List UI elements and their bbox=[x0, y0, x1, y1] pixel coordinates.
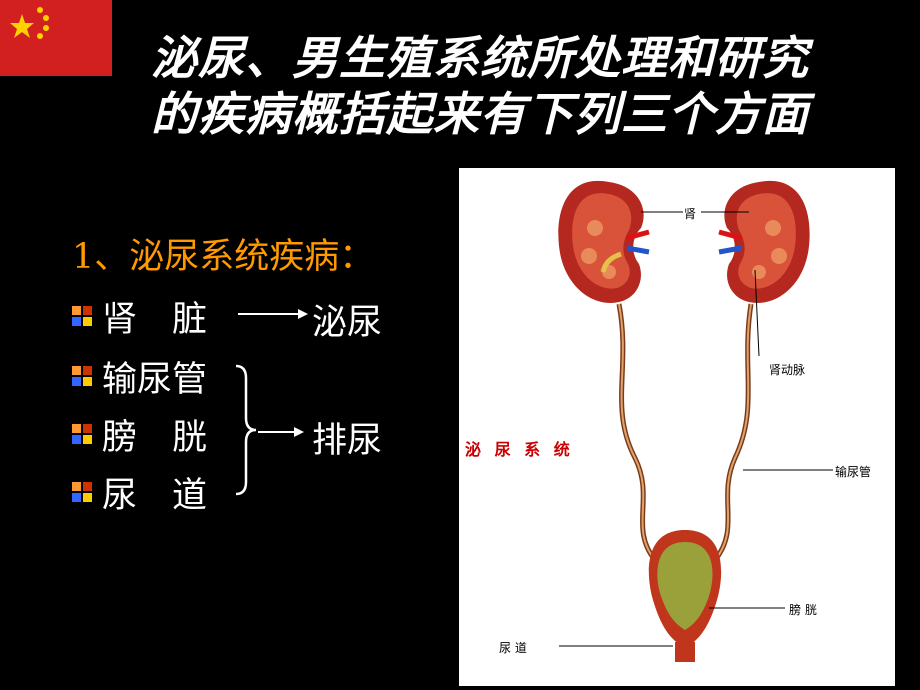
list-item-bladder: 膀 胱 bbox=[70, 412, 207, 458]
slide-title-line-1: 泌尿、男生殖系统所处理和研究 bbox=[151, 31, 809, 85]
list-item-label: 肾 脏 bbox=[102, 299, 208, 340]
arrow-target-urination: 排尿 bbox=[312, 421, 383, 461]
slide-title: 泌尿、男生殖系统所处理和研究 的疾病概括起来有下列三个方面 bbox=[80, 30, 880, 142]
arrow-icon bbox=[238, 309, 308, 319]
list-item-ureter: 输尿管 bbox=[70, 354, 207, 400]
label-kidney: 肾 bbox=[684, 207, 697, 221]
label-renal-artery: 肾动脉 bbox=[769, 363, 806, 377]
list-item-label: 尿 道 bbox=[102, 475, 208, 516]
arrow-target-urination-formation: 泌尿 bbox=[312, 303, 383, 343]
slide-title-line-2: 的疾病概括起来有下列三个方面 bbox=[151, 87, 809, 141]
list-item-label: 输尿管 bbox=[102, 359, 208, 400]
china-flag-image bbox=[0, 0, 112, 76]
bullet-icon bbox=[72, 482, 92, 502]
urinary-system-figure: 肾 肾动脉 输尿管 膀 胱 尿 道 泌 尿 系 统 bbox=[459, 168, 895, 686]
section-heading: 1、泌尿系统疾病： bbox=[72, 237, 375, 277]
label-ureter: 输尿管 bbox=[835, 465, 872, 479]
bullet-icon bbox=[72, 306, 92, 326]
list-item-kidney: 肾 脏 bbox=[70, 294, 207, 340]
list-item-urethra: 尿 道 bbox=[70, 470, 207, 516]
brace-icon bbox=[235, 364, 304, 496]
label-urethra: 尿 道 bbox=[499, 641, 527, 655]
label-bladder: 膀 胱 bbox=[789, 603, 817, 617]
list-item-label: 膀 胱 bbox=[102, 417, 208, 458]
flag-big-star-icon bbox=[10, 14, 34, 38]
urinary-system-illustration bbox=[558, 180, 833, 662]
figure-title: 泌 尿 系 统 bbox=[465, 440, 574, 459]
bullet-icon bbox=[72, 366, 92, 386]
bullet-icon bbox=[72, 424, 92, 444]
